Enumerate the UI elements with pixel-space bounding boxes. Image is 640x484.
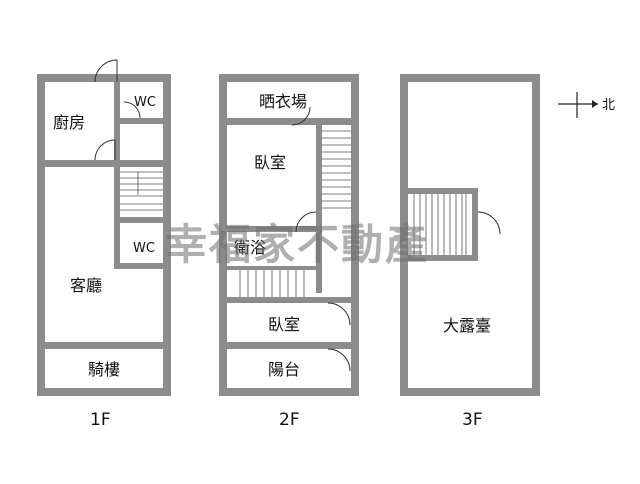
watermark: 幸福家不動產 [165, 220, 429, 269]
room-label-wc-lower: WC [133, 241, 155, 256]
floor-3f-plan: 大露臺 3F [400, 74, 540, 430]
floor-1f-entry-door [94, 59, 118, 83]
floor-2f-stairs [322, 130, 351, 209]
room-label-terrace: 大露臺 [443, 316, 491, 335]
room-label-bedroom-lower: 臥室 [268, 315, 300, 334]
room-label-living-room: 客廳 [70, 276, 102, 295]
floor-2f-plan: 晒衣場 臥室 衛浴 臥室 陽台 2F [219, 74, 359, 430]
room-label-laundry-area: 晒衣場 [259, 92, 307, 111]
room-label-arcade: 騎樓 [88, 360, 120, 379]
compass: 北 [558, 92, 615, 118]
floor-3f-stairs [413, 194, 467, 255]
floor-1f-plan: 廚房 WC WC 客廳 騎樓 1F [37, 59, 171, 430]
room-label-kitchen: 廚房 [53, 113, 85, 132]
room-label-bedroom-upper: 臥室 [254, 153, 286, 172]
floor-label-3f: 3F [462, 410, 483, 430]
floor-label-1f: 1F [90, 410, 111, 430]
floor-1f-wc-wall [114, 82, 120, 160]
floor-label-2f: 2F [279, 410, 300, 430]
room-label-wc-upper: WC [134, 95, 156, 110]
floor-2f-lower-stairs [239, 270, 305, 297]
compass-north-label: 北 [602, 98, 615, 113]
room-label-bathroom: 衛浴 [234, 238, 266, 257]
room-label-balcony: 陽台 [268, 360, 300, 379]
floor-1f-stairs [120, 171, 163, 211]
floor-1f-partition [45, 160, 163, 167]
